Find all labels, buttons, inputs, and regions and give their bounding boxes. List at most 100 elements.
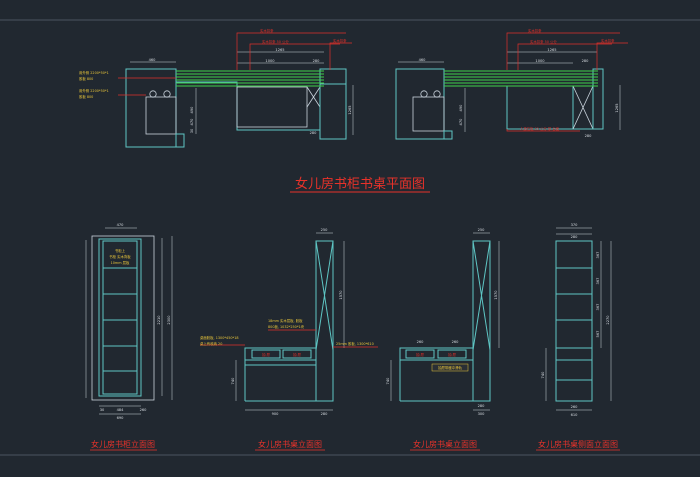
plan-left-sink-1 [149,90,157,98]
dim-text: 740 [541,371,545,379]
dim-text: 280 [582,59,590,63]
subtitle-desk-1: 女儿房书桌立面图 [258,439,322,449]
desk1-note: 桌上有收纳 20 [200,341,222,346]
dim-text: 484 [117,408,125,412]
plan-right-foot [443,130,453,140]
yellow-note: 用外侧 2200*50*1 [79,88,109,93]
desk2-drawer [405,349,435,359]
dim-text: 260 [140,408,148,412]
dim-text: 280 [310,131,318,135]
plan-left: 460 1265 1000 280 490 470 30 1265 280 实木… [79,28,354,148]
desk2-drawer-label: 抽 屉 [416,352,424,357]
elevation-desk-1: 抽 屉 抽 屉 250 1570 740 900 280 18mm 实木层板, … [200,228,378,416]
plan-right-right-cabinet [592,68,604,130]
subtitle-side: 女儿房书桌侧面立面图 [538,439,618,449]
desk1-note: 18mm 实木层板, 胶板 [268,318,303,323]
plan-right-diag-2 [572,85,594,130]
dim-text: 2270 [606,315,610,325]
yellow-note: 用外侧 2200*50*1 [79,70,109,75]
plan-left-right-cabinet [319,68,347,140]
desk1-note: 25mm 胶板, 1300*610 [336,341,374,346]
desk1-drawer [251,349,281,359]
dim-text: 367 [596,278,600,285]
dim-text: 2210 [157,315,161,325]
plan-right-sink-1 [420,90,428,98]
desk2-drawer-note: 抽屉带缓冲滑轨 [438,365,462,370]
plan-left-diag-2 [306,86,321,108]
dim-text: 280 [585,134,593,138]
plan-right-inner-box [412,96,445,132]
desk2-drawer-row [399,347,474,361]
callout-line [236,32,346,70]
dim-text: 470 [459,118,463,126]
plan-right: 460 1265 1000 280 490 470 1265 280 实木扣条 … [395,28,628,140]
dim-text: 470 [117,223,125,227]
bookcase-label: 书柜 实木背板 [109,254,131,259]
desk1-note: 800板, 1032*250*1块 [268,324,305,329]
bookcase-label: 10mm 层板 [111,260,130,265]
desk2-drawer [437,349,467,359]
yellow-note: 胶板 800 [79,76,93,81]
elevation-desk-2: 抽 屉 抽 屉 抽屉带缓冲滑轨 250 1570 740 260 260 280… [386,228,500,416]
bookcase-outline [98,238,142,397]
desk2-drawer-note-box [431,363,469,372]
red-note: 实木扣条 50 公分 [530,39,557,44]
plan-right-sink-2 [433,90,441,98]
dim-text: 610 [571,413,579,417]
dim-text: 370 [571,223,579,227]
dim-text: 300 [478,412,486,416]
red-note: 人造石板 25 公分 厚 台面 [520,126,560,131]
elevation-side: 370 280 2270 367 367 367 567 740 260 610 [541,223,612,417]
desk2-tall-cabinet [472,240,491,402]
dim-text: 250 [321,228,329,232]
dim-text: 260 [452,340,460,344]
plan-right-left-cabinet [395,68,445,140]
dim-text: 740 [386,377,390,385]
dim-text: 1265 [275,48,284,52]
dim-text: 30 [190,128,194,133]
dim-text: 280 [571,235,579,239]
red-note: 实木扣条 [528,28,542,33]
callout-line [517,43,612,70]
bookcase-outer-frame [91,235,155,401]
plan-right-desk-top [506,85,574,130]
dim-text: 567 [596,331,600,338]
dim-text: 690 [117,416,125,420]
desk1-drawer-label: 抽 屉 [293,352,301,357]
subtitle-desk-2: 女儿房书桌立面图 [413,439,477,449]
dim-text: 900 [272,412,280,416]
plan-left-left-cabinet [125,68,177,148]
dim-text: 2300 [167,315,171,325]
yellow-note: 胶板 800 [79,94,93,99]
desk1-drawer [282,349,312,359]
bookcase-label: 书柜上 [115,248,126,253]
dim-text: 460 [149,58,157,62]
desk1-tall-cabinet [315,240,334,402]
desk2-drawer-label: 抽 屉 [448,352,456,357]
dim-text: 280 [321,412,329,416]
dim-text: 490 [190,106,194,114]
dim-text: 1570 [494,290,498,300]
dim-text: 1000 [265,59,275,63]
dim-text: 260 [417,340,425,344]
dim-text: 1265 [615,103,619,112]
red-note: 实木扣条 50 公分 [262,39,289,44]
desk2-diag [472,240,491,351]
red-note: 实木扣条 [333,38,347,43]
dim-text: 367 [596,252,600,259]
plan-left-desk-top [236,86,308,128]
dim-text: 490 [459,104,463,112]
bookcase-inner [102,240,138,395]
dim-text: 460 [419,58,427,62]
plan-left-foot [175,133,185,148]
desk1-diag [315,240,334,351]
callout-line [596,42,628,70]
main-title: 女儿房书柜书桌平面图 [295,176,425,192]
elevation-bookcase: 书柜上 书柜 实木背板 10mm 层板 470 2210 2300 484 30… [85,223,173,420]
callout-line [249,43,340,70]
dim-text: 250 [478,228,486,232]
red-note: 实木扣条 [260,28,274,33]
desk1-drawer-row [244,347,317,361]
dim-text: 280 [313,59,321,63]
